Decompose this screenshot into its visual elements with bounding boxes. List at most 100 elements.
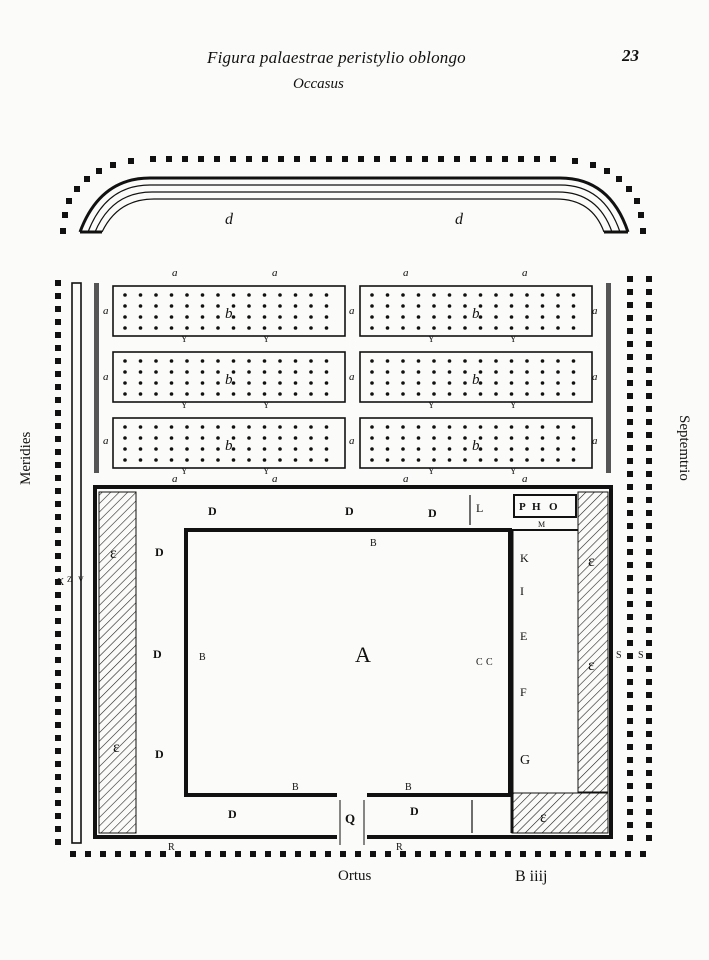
column-pier (616, 176, 622, 182)
tree (478, 425, 483, 429)
svg-text:d: d (225, 211, 234, 228)
tree (540, 370, 545, 374)
tree (494, 392, 498, 396)
walk-strip-right (606, 283, 611, 473)
tree (525, 436, 529, 440)
column-pier (55, 501, 61, 507)
tree (216, 359, 220, 363)
tree (571, 425, 576, 429)
column-pier (62, 212, 68, 218)
tree (416, 359, 421, 363)
column-pier (646, 497, 652, 503)
tree (416, 326, 421, 330)
tree (540, 392, 545, 396)
tree (262, 304, 267, 308)
tree (463, 293, 467, 297)
tree (200, 304, 205, 308)
tree (278, 359, 282, 363)
tree (540, 447, 545, 451)
column-pier (627, 614, 633, 620)
column-pier (182, 156, 188, 162)
column-pier (160, 851, 166, 857)
tree (154, 359, 158, 363)
plan-letter: a (349, 371, 355, 383)
tree (324, 447, 329, 451)
tree (556, 370, 560, 374)
tree (216, 370, 220, 374)
tree (185, 436, 189, 440)
column-pier (55, 293, 61, 299)
column-pier (627, 393, 633, 399)
column-pier (646, 380, 652, 386)
column-pier (646, 835, 652, 841)
tree (540, 458, 545, 462)
tree (416, 392, 421, 396)
tree (556, 359, 560, 363)
tree (494, 381, 498, 385)
tree (216, 425, 220, 429)
grove-blocks (112, 285, 593, 469)
tree (324, 436, 329, 440)
tree (525, 293, 529, 297)
tree (401, 293, 405, 297)
tree (185, 315, 189, 319)
plan-letter: a (103, 435, 109, 447)
tree (278, 326, 282, 330)
svg-text:E: E (520, 629, 527, 643)
column-pier (55, 800, 61, 806)
tree (525, 392, 529, 396)
column-pier (627, 289, 633, 295)
tree (509, 359, 514, 363)
tree (200, 359, 205, 363)
tree (200, 293, 205, 297)
plan-letter: Y (181, 466, 188, 476)
column-pier (627, 471, 633, 477)
grove-block (112, 351, 346, 403)
tree (494, 293, 498, 297)
tree (447, 326, 452, 330)
plan-letter: b (472, 306, 480, 322)
tree (556, 326, 560, 330)
tree (416, 436, 421, 440)
svg-text:D: D (228, 807, 237, 821)
column-pier (198, 156, 204, 162)
column-pier (55, 488, 61, 494)
tree (247, 392, 251, 396)
tree (216, 304, 220, 308)
column-pier (55, 384, 61, 390)
tree (262, 458, 267, 462)
column-pier (627, 458, 633, 464)
tree (385, 436, 390, 440)
tree (370, 315, 374, 319)
column-pier (627, 341, 633, 347)
tree (416, 458, 421, 462)
tree (309, 293, 313, 297)
column-pier (60, 228, 66, 234)
column-pier (295, 851, 301, 857)
column-pier (550, 156, 556, 162)
tree (509, 458, 514, 462)
tree (154, 293, 158, 297)
tree (324, 326, 329, 330)
column-pier (627, 705, 633, 711)
column-pier (470, 156, 476, 162)
tree (447, 458, 452, 462)
tree (478, 458, 483, 462)
tree (494, 359, 498, 363)
tree (185, 326, 189, 330)
tree (556, 425, 560, 429)
tree (494, 425, 498, 429)
column-pier (342, 156, 348, 162)
tree (185, 458, 189, 462)
plan-letter: Y (263, 466, 270, 476)
tree (525, 381, 529, 385)
tree (169, 293, 174, 297)
tree (525, 425, 529, 429)
svg-text:G: G (520, 753, 530, 768)
tree (556, 293, 560, 297)
column-pier (55, 553, 61, 559)
column-pier (640, 228, 646, 234)
tree (432, 293, 436, 297)
tree (370, 304, 374, 308)
tree (169, 370, 174, 374)
